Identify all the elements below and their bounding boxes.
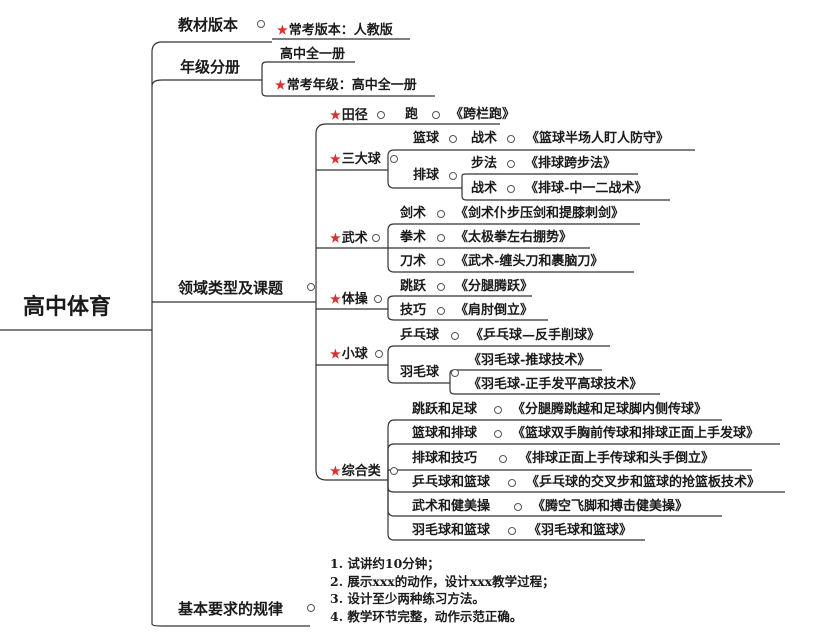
track-sub: 跑 — [405, 107, 419, 122]
item-vault[interactable]: 跳跃 — [400, 279, 427, 294]
category-martial[interactable]: ★武术 — [330, 231, 368, 246]
node-collapse-icon[interactable] — [449, 172, 457, 180]
topic: 《跨栏跑》 — [450, 107, 516, 122]
item-badminton[interactable]: 羽毛球 — [400, 365, 440, 380]
branch-grade[interactable]: 年级分册 — [180, 58, 241, 76]
item-sword[interactable]: 剑术 — [400, 206, 427, 221]
category-combined[interactable]: ★综合类 — [330, 464, 381, 479]
item-skill[interactable]: 技巧 — [400, 303, 427, 318]
node-collapse-icon[interactable] — [437, 283, 445, 291]
node-collapse-icon[interactable] — [257, 20, 265, 28]
node-collapse-icon[interactable] — [432, 111, 440, 119]
topic: 《羽毛球和篮球》 — [528, 523, 633, 538]
topic: 《排球-中一二战术》 — [525, 181, 648, 196]
item-combined[interactable]: 羽毛球和篮球 — [412, 523, 491, 538]
node-collapse-icon[interactable] — [375, 350, 383, 358]
star-icon: ★ — [330, 292, 341, 306]
category-balls[interactable]: ★三大球 — [330, 152, 381, 167]
topic: 《分腿腾跳越和足球脚内侧传球》 — [512, 402, 708, 417]
topic: 《肩肘倒立》 — [455, 303, 534, 318]
topic: 《排球正面上手传球和头手倒立》 — [519, 451, 715, 466]
category-gym[interactable]: ★体操 — [330, 292, 368, 307]
star-icon: ★ — [330, 152, 341, 166]
basketball-sub: 战术 — [471, 131, 498, 146]
item-combined[interactable]: 跳跃和足球 — [412, 402, 478, 417]
topic: 《武术-缠头刀和裹脑刀》 — [455, 254, 604, 269]
volleyball-tactic: 战术 — [471, 181, 498, 196]
branch-domains[interactable]: 领域类型及课题 — [178, 279, 284, 297]
node-collapse-icon[interactable] — [494, 430, 502, 438]
requirements-list: 1. 试讲约10分钟； 2. 展示xxx的动作，设计xxx教学过程； 3. 设计… — [330, 555, 555, 625]
item-combined[interactable]: 乒乓球和篮球 — [412, 475, 491, 490]
requirement-line: 4. 教学环节完整，动作示范正确。 — [330, 608, 523, 624]
volleyball-step: 步法 — [471, 156, 498, 171]
item-combined[interactable]: 排球和技巧 — [412, 451, 478, 466]
star-icon: ★ — [277, 23, 288, 37]
item-combined[interactable]: 篮球和排球 — [412, 426, 478, 441]
category-small[interactable]: ★小球 — [330, 347, 368, 362]
node-collapse-icon[interactable] — [514, 503, 522, 511]
node-collapse-icon[interactable] — [508, 479, 516, 487]
item-pingpong[interactable]: 乒乓球 — [400, 328, 440, 343]
topic: 《羽毛球-推球技术》 — [468, 353, 591, 368]
node-collapse-icon[interactable] — [437, 258, 445, 266]
node-collapse-icon[interactable] — [494, 406, 502, 414]
item-broadsword[interactable]: 刀术 — [400, 254, 427, 269]
item-volleyball[interactable]: 排球 — [413, 168, 440, 183]
node-collapse-icon[interactable] — [507, 135, 515, 143]
textbook-note: ★常考版本：人教版 — [277, 23, 393, 38]
branch-requirements[interactable]: 基本要求的规律 — [178, 600, 284, 618]
grade-item: 高中全一册 — [280, 47, 346, 62]
topic: 《排球跨步法》 — [525, 156, 617, 171]
node-collapse-icon[interactable] — [451, 369, 459, 377]
topic: 《乒乓球的交叉步和篮球的抢篮板技术》 — [526, 475, 761, 490]
topic: 《腾空飞脚和搏击健美操》 — [532, 499, 689, 514]
node-collapse-icon[interactable] — [449, 135, 457, 143]
item-combined[interactable]: 武术和健美操 — [412, 499, 491, 514]
node-collapse-icon[interactable] — [377, 111, 385, 119]
topic: 《羽毛球-正手发平高球技术》 — [468, 377, 643, 392]
node-collapse-icon[interactable] — [307, 604, 315, 612]
node-collapse-icon[interactable] — [437, 210, 445, 218]
topic: 《乒乓球—反手削球》 — [470, 328, 601, 343]
topic: 《篮球半场人盯人防守》 — [526, 131, 670, 146]
node-collapse-icon[interactable] — [437, 234, 445, 242]
node-collapse-icon[interactable] — [390, 155, 398, 163]
grade-note: ★常考年级：高中全一册 — [275, 78, 417, 93]
requirement-line: 2. 展示xxx的动作，设计xxx教学过程； — [330, 573, 555, 589]
node-collapse-icon[interactable] — [374, 295, 382, 303]
topic: 《篮球双手胸前传球和排球正面上手发球》 — [512, 426, 760, 441]
star-icon: ★ — [330, 231, 341, 245]
requirement-line: 3. 设计至少两种练习方法。 — [330, 591, 485, 606]
topic: 《太极拳左右掤势》 — [455, 230, 573, 245]
item-fist[interactable]: 拳术 — [400, 230, 427, 245]
branch-textbook[interactable]: 教材版本 — [178, 16, 239, 34]
star-icon: ★ — [330, 108, 341, 122]
node-collapse-icon[interactable] — [451, 332, 459, 340]
topic: 《分腿腾跃》 — [455, 279, 534, 294]
requirement-line: 1. 试讲约10分钟； — [330, 556, 440, 571]
node-collapse-icon[interactable] — [499, 455, 507, 463]
node-collapse-icon[interactable] — [390, 467, 398, 475]
node-collapse-icon[interactable] — [372, 234, 380, 242]
node-collapse-icon[interactable] — [307, 283, 315, 291]
node-collapse-icon[interactable] — [507, 160, 515, 168]
topic: 《剑术仆步压剑和提膝刺剑》 — [455, 206, 625, 221]
category-track[interactable]: ★田径 — [330, 108, 368, 123]
star-icon: ★ — [275, 78, 286, 92]
node-collapse-icon[interactable] — [508, 527, 516, 535]
node-collapse-icon[interactable] — [437, 307, 445, 315]
star-icon: ★ — [330, 347, 341, 361]
node-collapse-icon[interactable] — [507, 185, 515, 193]
item-basketball[interactable]: 篮球 — [413, 131, 440, 146]
star-icon: ★ — [330, 464, 341, 478]
root-title: 高中体育 — [23, 294, 112, 320]
